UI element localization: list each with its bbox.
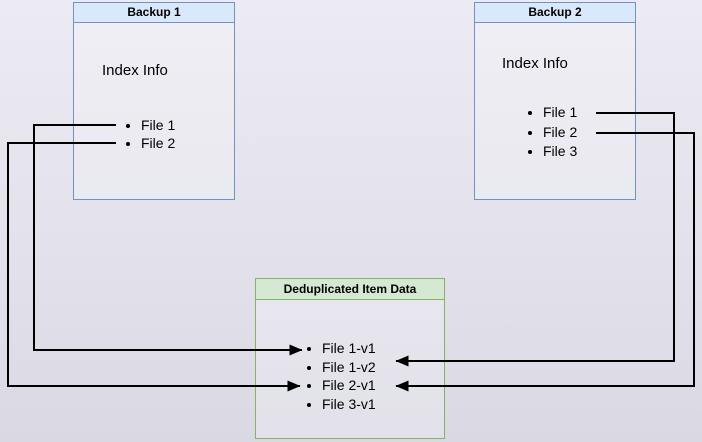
backup1-file-2: File 2 <box>141 134 175 152</box>
backup1-header: Backup 1 <box>74 3 234 23</box>
backup1-box: Backup 1 <box>73 2 235 200</box>
backup2-file-3: File 3 <box>543 142 577 162</box>
backup2-header: Backup 2 <box>475 3 635 23</box>
backup2-file-1: File 1 <box>543 103 577 123</box>
dedup-item-list: File 1-v1 File 1-v2 File 2-v1 File 3-v1 <box>305 339 376 413</box>
dedup-header: Deduplicated Item Data <box>256 279 444 300</box>
dedup-item-file2-v1: File 2-v1 <box>322 376 376 395</box>
dedup-item-file1-v2: File 1-v2 <box>322 358 376 377</box>
dedup-item-file1-v1: File 1-v1 <box>322 339 376 358</box>
dedup-item-file3-v1: File 3-v1 <box>322 395 376 414</box>
backup1-index-info-label: Index Info <box>102 62 168 79</box>
backup2-file-list: File 1 File 2 File 3 <box>526 103 577 162</box>
backup2-file-2: File 2 <box>543 123 577 143</box>
backup2-box: Backup 2 <box>474 2 636 200</box>
backup1-file-list: File 1 File 2 <box>124 116 175 152</box>
backup1-file-1: File 1 <box>141 116 175 134</box>
backup2-index-info-label: Index Info <box>502 55 568 72</box>
